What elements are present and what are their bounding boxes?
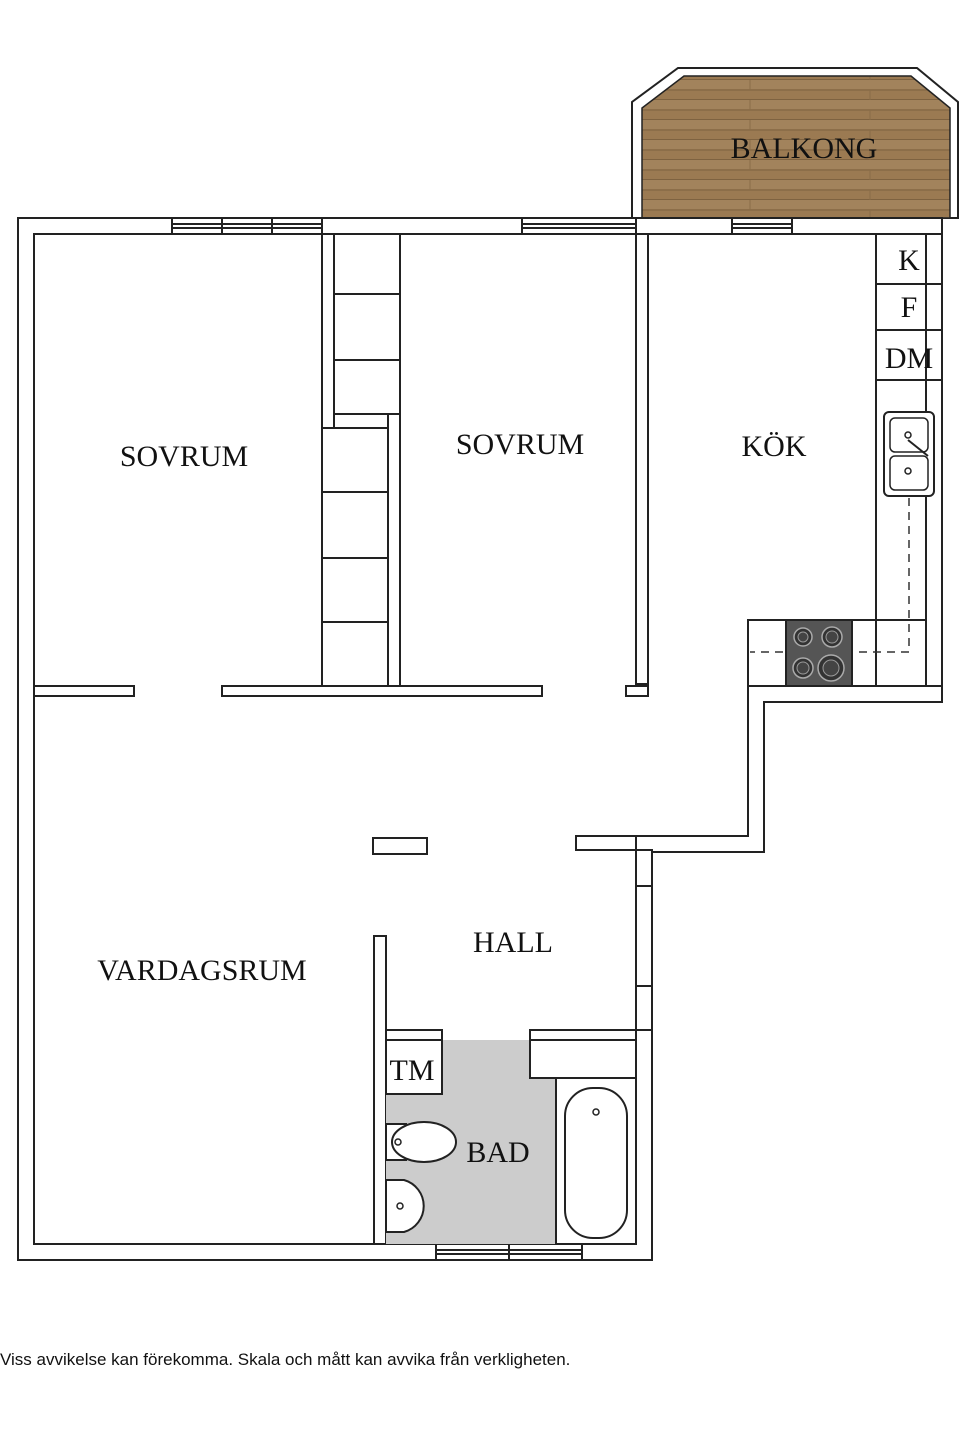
disclaimer-text: Viss avvikelse kan förekomma. Skala och …: [0, 1350, 571, 1369]
window-kitchen: [731, 217, 793, 235]
balcony: [631, 67, 959, 219]
label-hall: HALL: [473, 926, 553, 959]
bathtub: [555, 1077, 637, 1245]
label-sovrum-right: SOVRUM: [456, 428, 584, 461]
label-sovrum-left: SOVRUM: [120, 440, 248, 473]
floor-plan: BALKONG SOVRUM SOVRUM KÖK HALL VARDAGSRU…: [17, 67, 959, 1261]
toilet: [385, 1121, 457, 1163]
outer-walls: [17, 217, 943, 1261]
label-balkong: BALKONG: [731, 132, 878, 165]
window-bedroom-left: [171, 217, 323, 235]
bathroom: [385, 1039, 637, 1245]
label-frys: F: [901, 291, 918, 324]
label-tvattmaskin: TM: [390, 1054, 435, 1087]
kitchen-sink: [883, 411, 935, 497]
window-bathroom: [435, 1243, 583, 1261]
label-diskmaskin: DM: [885, 342, 933, 375]
window-bedroom-right: [521, 217, 637, 235]
label-kok: KÖK: [742, 430, 807, 463]
label-vardagsrum: VARDAGSRUM: [97, 954, 307, 987]
kitchen-fixtures: [747, 233, 943, 687]
windows: [171, 217, 793, 1261]
interior-walls: [33, 233, 653, 1245]
stove: [785, 619, 853, 687]
label-bad: BAD: [466, 1136, 529, 1169]
bathroom-sink: [385, 1179, 425, 1233]
label-kyl: K: [898, 244, 920, 277]
